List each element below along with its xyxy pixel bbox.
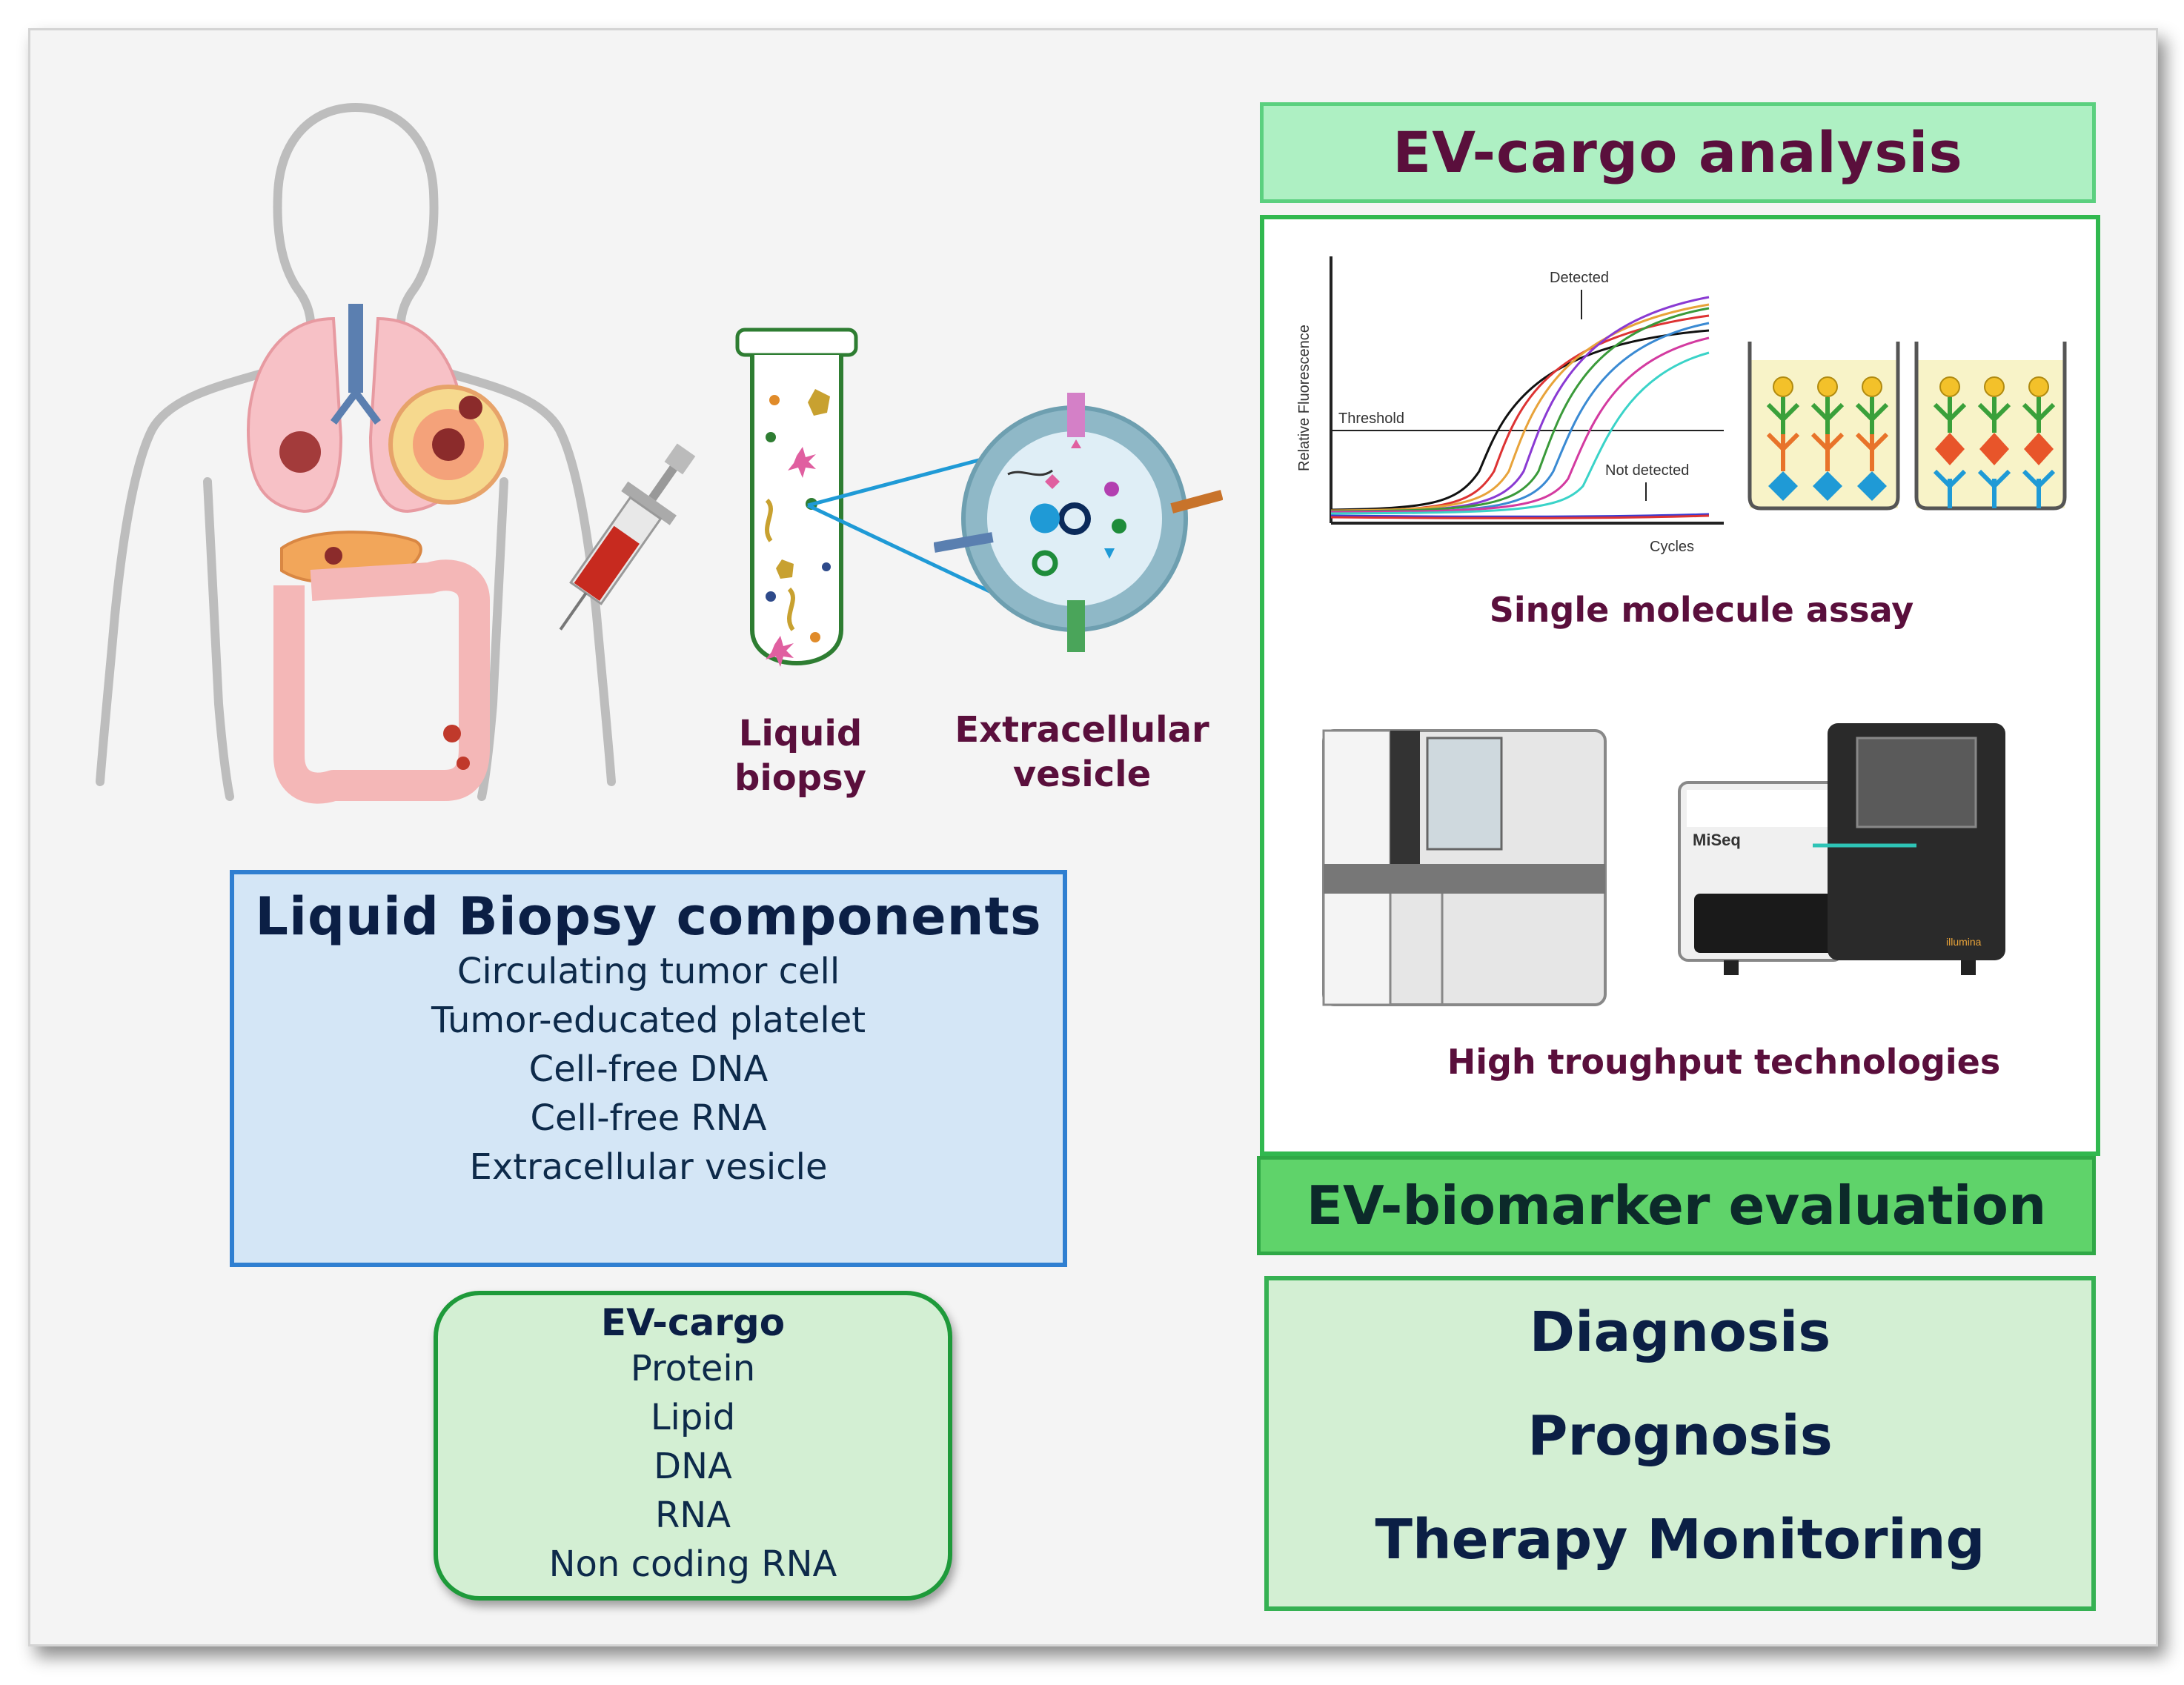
single-molecule-assay-label: Single molecule assay <box>1489 590 1914 630</box>
qpcr-not-detected-label: Not detected <box>1605 462 1689 479</box>
liquid-biopsy-components-box: Liquid Biopsy components Circulating tum… <box>230 870 1067 1267</box>
qpcr-y-label: Relative Fluorescence <box>1296 325 1312 471</box>
cargo-item: DNA <box>654 1446 732 1487</box>
miseq-badge: MiSeq <box>1693 831 1741 849</box>
ev-cargo-box: EV-cargo Protein Lipid DNA RNA Non codin… <box>434 1291 952 1601</box>
liquid-biopsy-label-line2: biopsy <box>734 757 866 799</box>
miseq-instrument-icon: MiSeq illumina <box>1678 723 2005 975</box>
liquid-biopsy-label-line1: Liquid <box>738 713 863 754</box>
ev-cargo-title: EV-cargo <box>600 1301 786 1344</box>
cargo-item: Protein <box>630 1348 756 1389</box>
liquid-biopsy-label: Liquid biopsy <box>711 711 889 800</box>
qpcr-curves <box>1330 296 1710 519</box>
liquid-biopsy-components-title: Liquid Biopsy components <box>255 886 1042 947</box>
ev-biomarker-evaluation-header: EV-biomarker evaluation <box>1257 1156 2096 1255</box>
test-tube-icon <box>735 328 858 667</box>
syringe-icon <box>559 443 696 631</box>
extracellular-vesicle-label: Extracellular vesicle <box>949 708 1215 797</box>
component-item: Extracellular vesicle <box>469 1146 828 1188</box>
component-item: Cell-free RNA <box>530 1097 767 1139</box>
application-item: Therapy Monitoring <box>1375 1508 1985 1572</box>
qpcr-amplification-plot: Relative Fluorescence Cycles Threshold D… <box>1296 256 1724 555</box>
component-item: Tumor-educated platelet <box>431 1000 866 1041</box>
qpcr-x-label: Cycles <box>1650 539 1694 555</box>
cargo-item: Lipid <box>650 1397 736 1438</box>
elisa-wells-icon <box>1747 342 2067 511</box>
extracellular-vesicle-icon <box>934 393 1223 652</box>
qpcr-detected-label: Detected <box>1550 270 1609 286</box>
assay-panel: Relative Fluorescence Cycles Threshold D… <box>1260 215 2100 1156</box>
component-item: Cell-free DNA <box>528 1048 769 1090</box>
cargo-item: RNA <box>654 1495 731 1536</box>
clinical-applications-box: Diagnosis Prognosis Therapy Monitoring <box>1264 1276 2096 1611</box>
illumina-brand: illumina <box>1946 936 1982 948</box>
application-item: Diagnosis <box>1529 1300 1831 1364</box>
human-body-illustration <box>96 103 616 804</box>
application-item: Prognosis <box>1527 1404 1833 1468</box>
sequencer-instrument-icon <box>1322 729 1607 1006</box>
ev-cargo-analysis-header: EV-cargo analysis <box>1260 102 2096 203</box>
ev-label-line1: Extracellular <box>955 709 1209 751</box>
ev-label-line2: vesicle <box>1012 754 1152 795</box>
high-throughput-label: High troughput technologies <box>1447 1042 2001 1082</box>
qpcr-threshold-label: Threshold <box>1338 411 1404 427</box>
component-item: Circulating tumor cell <box>457 951 840 992</box>
cargo-item: Non coding RNA <box>548 1543 837 1585</box>
